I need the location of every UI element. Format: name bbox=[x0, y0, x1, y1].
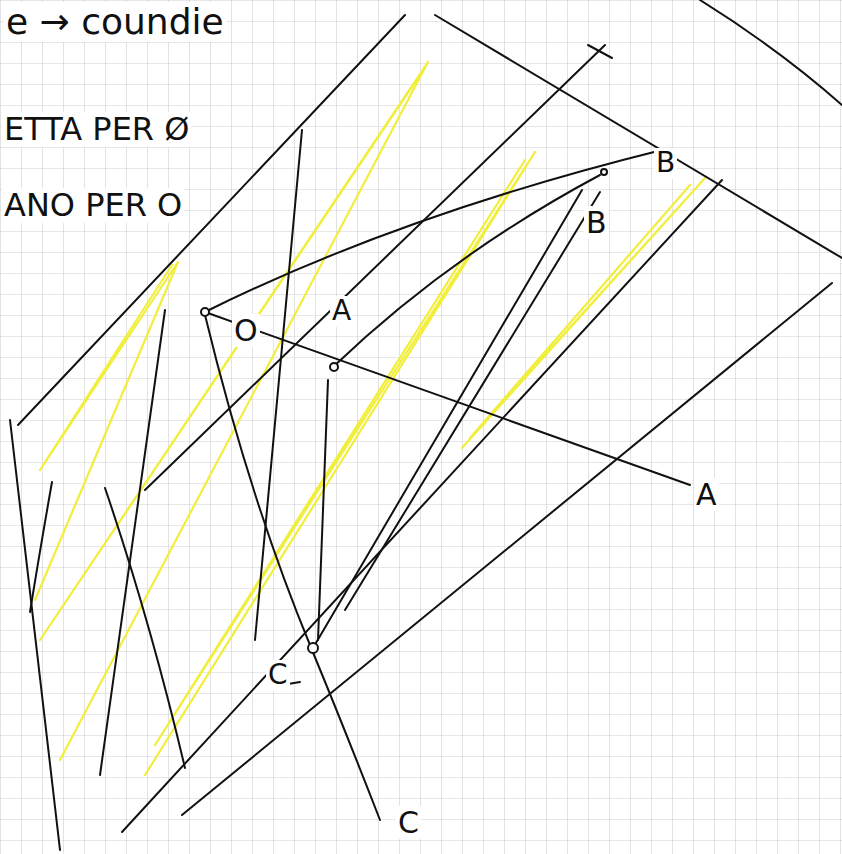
point-label: B bbox=[584, 206, 609, 239]
note-text: e → coundie bbox=[4, 2, 226, 42]
point-label: C bbox=[266, 660, 290, 691]
point-label: C bbox=[396, 806, 421, 839]
point-label: B bbox=[654, 148, 677, 179]
points bbox=[201, 169, 607, 653]
point-label: O bbox=[232, 314, 260, 347]
note-text: ETTA PER Ø bbox=[2, 112, 191, 147]
note-text: ANO PER O bbox=[2, 188, 184, 223]
point-label: A bbox=[694, 478, 719, 511]
yellow-hatch bbox=[35, 62, 705, 775]
point-label: A bbox=[330, 296, 353, 327]
